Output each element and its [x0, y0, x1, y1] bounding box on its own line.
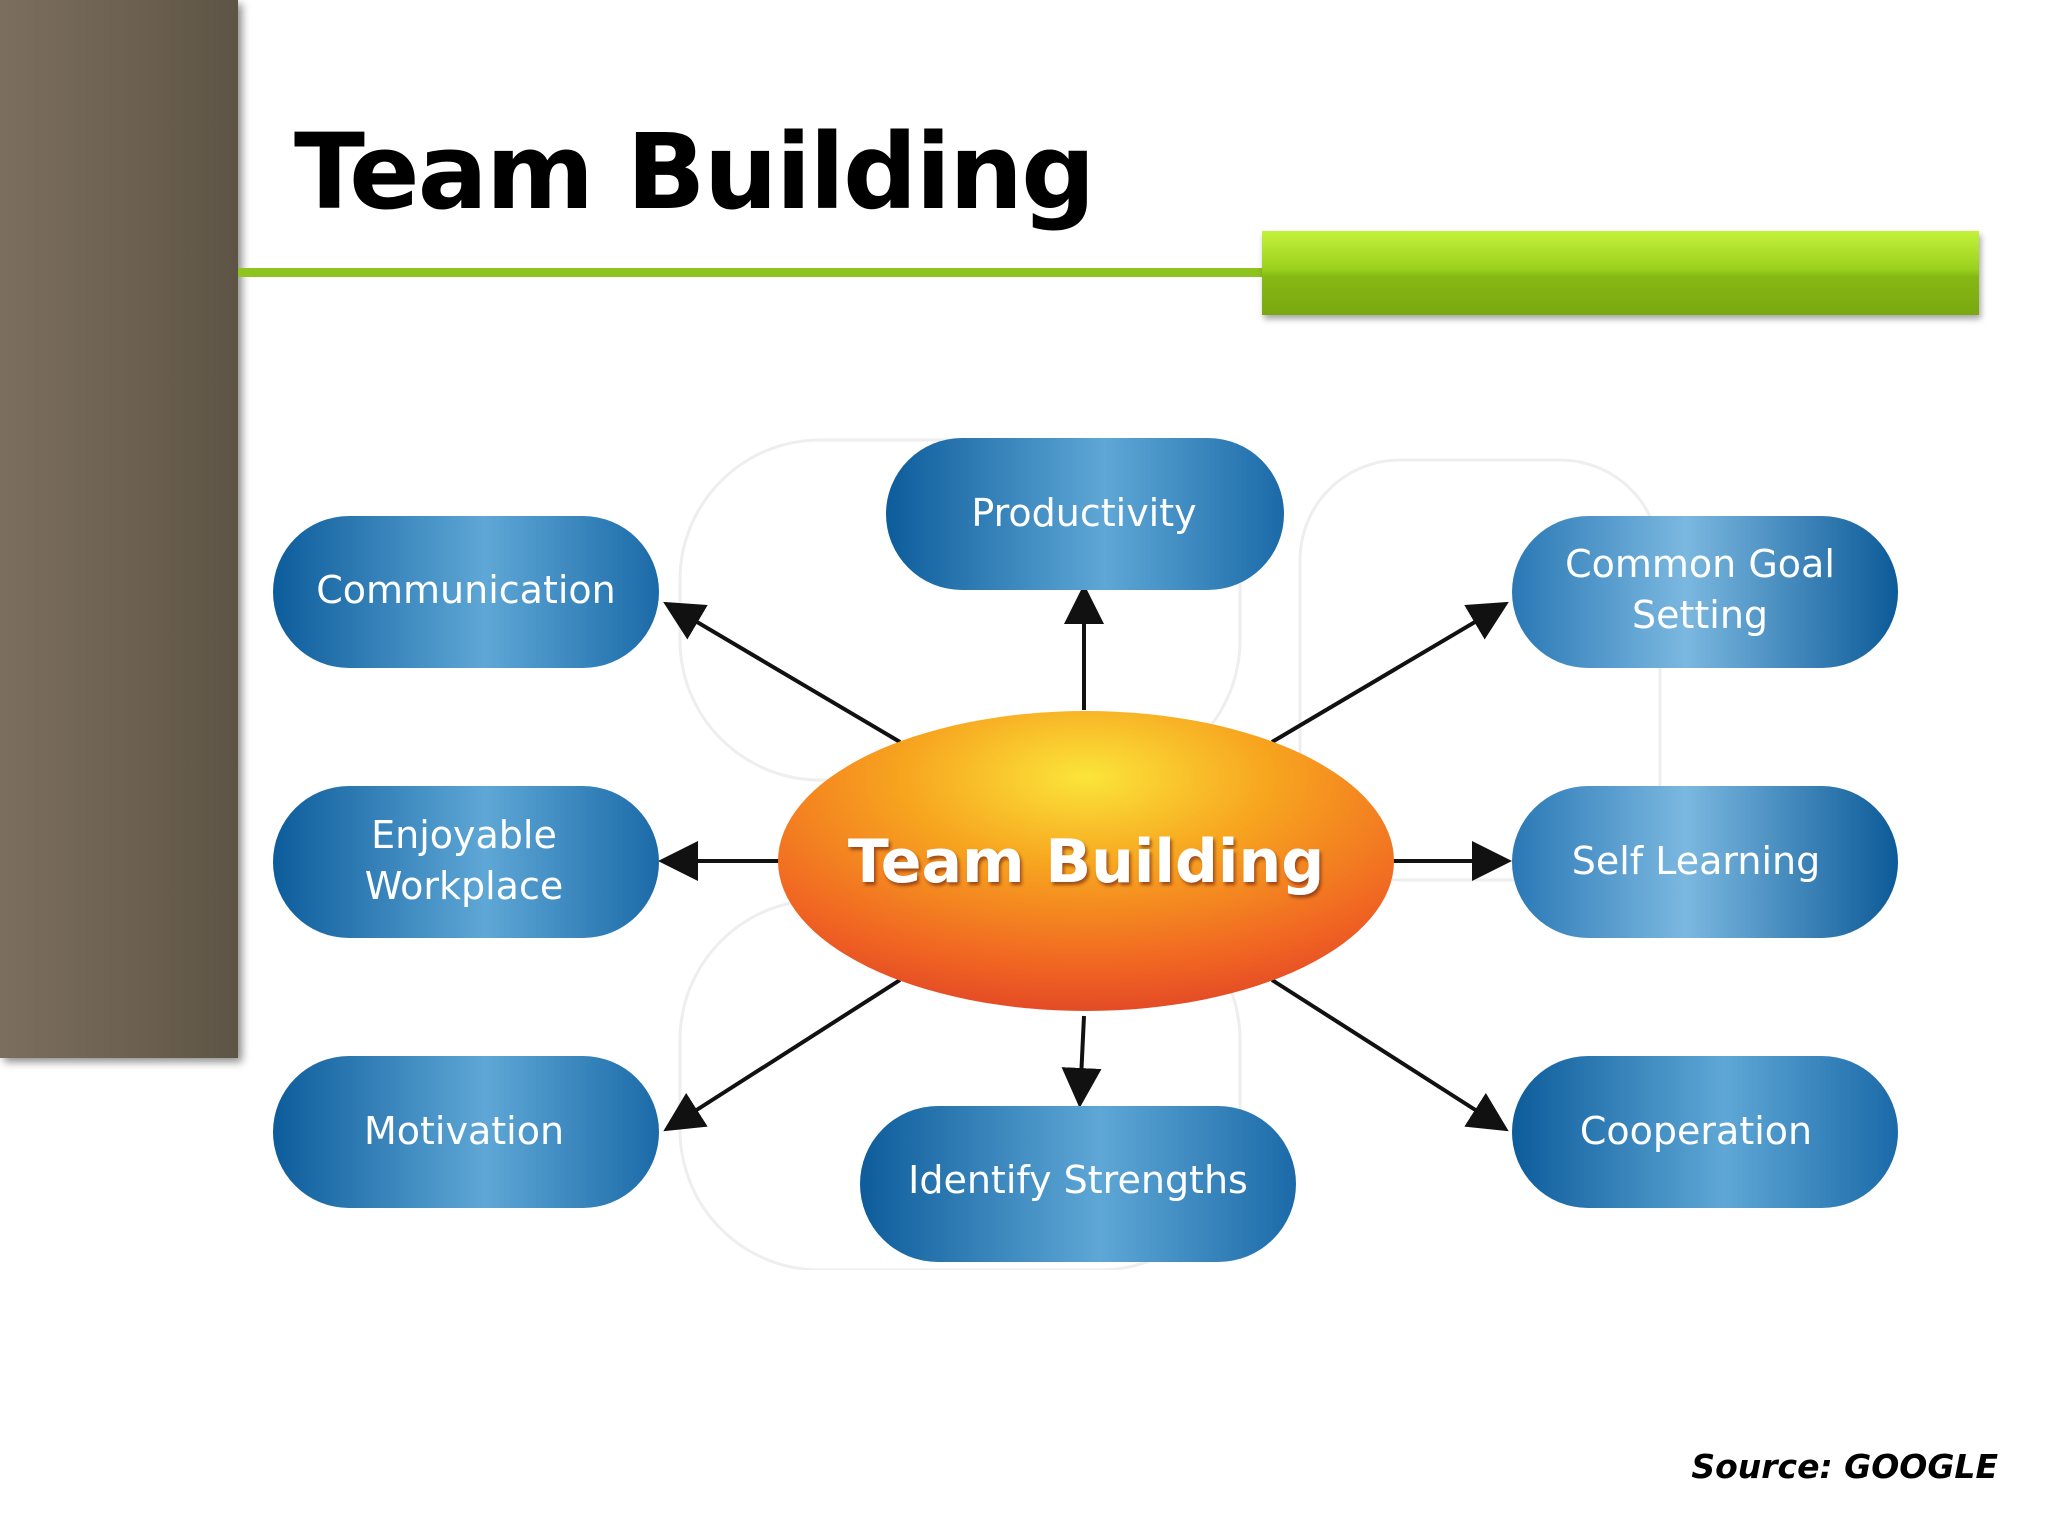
node-motivation: Motivation — [273, 1056, 659, 1208]
node-identify-strengths-label: Identify Strengths — [908, 1158, 1248, 1202]
node-productivity: Productivity — [886, 438, 1284, 590]
node-cooperation: Cooperation — [1512, 1056, 1898, 1208]
slide-title: Team Building — [294, 111, 1096, 233]
title-underline — [238, 268, 1264, 277]
node-common-goal-setting: Common Goal Setting — [1512, 516, 1898, 668]
arrow-to-cooperation — [1270, 978, 1509, 1132]
node-communication-label: Communication — [316, 568, 616, 612]
node-communication: Communication — [273, 516, 659, 668]
node-common-goal-label-line2: Setting — [1632, 593, 1768, 637]
arrow-to-common-goal — [1270, 601, 1509, 744]
node-motivation-label: Motivation — [364, 1109, 564, 1153]
title-accent-bar — [1262, 231, 1979, 315]
node-common-goal-label-line1: Common Goal — [1565, 542, 1835, 586]
arrows — [658, 584, 1512, 1132]
team-building-diagram: Communication Productivity Common Goal S… — [273, 438, 1898, 1270]
node-productivity-label: Productivity — [971, 491, 1196, 535]
source-note: Source: GOOGLE — [1691, 1447, 1998, 1486]
node-self-learning-label: Self Learning — [1572, 839, 1820, 883]
node-self-learning: Self Learning — [1512, 786, 1898, 938]
node-cooperation-label: Cooperation — [1580, 1109, 1812, 1153]
arrow-to-identify-strengths — [1061, 1015, 1102, 1108]
center-node-label: Team Building — [848, 827, 1324, 897]
node-enjoyable-workplace: Enjoyable Workplace — [273, 786, 659, 938]
arrow-to-motivation — [663, 978, 902, 1132]
node-enjoyable-label-line2: Workplace — [365, 864, 563, 908]
arrow-to-communication — [663, 601, 902, 744]
node-enjoyable-label-line1: Enjoyable — [371, 813, 557, 857]
left-side-bar — [0, 0, 238, 1058]
node-identify-strengths: Identify Strengths — [860, 1106, 1296, 1262]
center-node: Team Building — [778, 711, 1394, 1011]
